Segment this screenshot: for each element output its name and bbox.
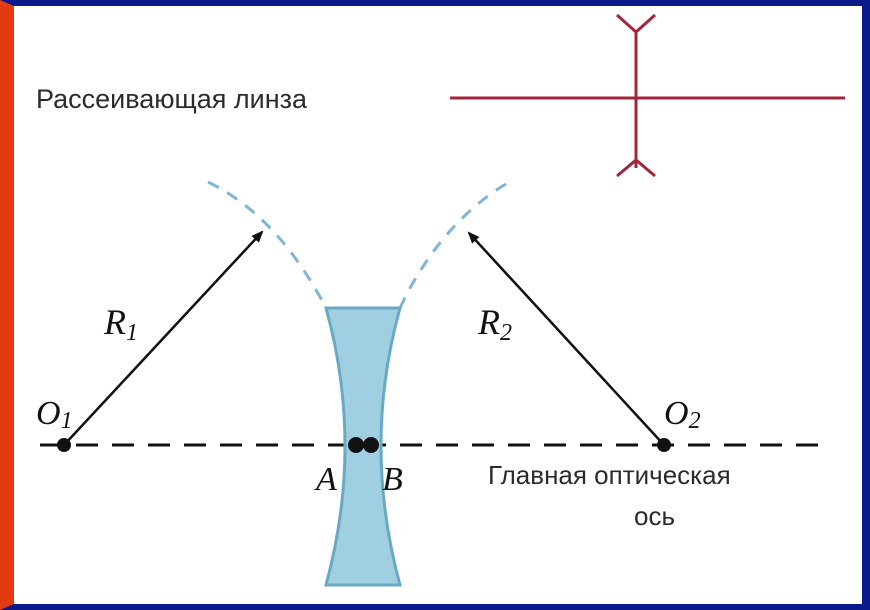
surface-arc-left bbox=[207, 180, 328, 309]
title-label: Рассеивающая линза bbox=[36, 84, 308, 114]
label-o2: O2 bbox=[664, 395, 701, 434]
axis-label-line2: ось bbox=[634, 501, 675, 531]
label-a: A bbox=[314, 461, 337, 498]
label-o1: O1 bbox=[36, 395, 73, 434]
axis-label-line1: Главная оптическая bbox=[488, 460, 731, 490]
surface-arc-right bbox=[398, 182, 507, 309]
point-a bbox=[348, 437, 364, 453]
label-b: B bbox=[382, 461, 403, 498]
radius-r2-arrow bbox=[467, 231, 665, 446]
point-b bbox=[363, 437, 379, 453]
label-r2: R2 bbox=[477, 302, 512, 346]
point-o2 bbox=[657, 438, 671, 452]
label-r1: R1 bbox=[103, 302, 138, 346]
diverging-lens-symbol-icon bbox=[450, 13, 845, 178]
radius-r1-arrow bbox=[63, 230, 264, 446]
point-o1 bbox=[57, 438, 71, 452]
